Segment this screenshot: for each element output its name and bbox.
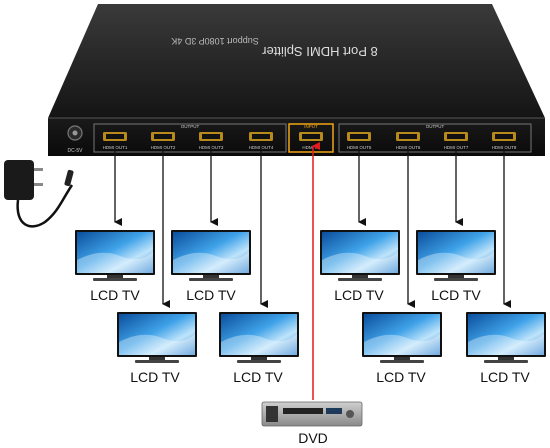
hdmi-splitter: 8 Port HDMI Splitter Support 1080P 3D 4K… <box>48 4 545 156</box>
tv-label: LCD TV <box>90 287 140 303</box>
tv-label: LCD TV <box>376 369 426 385</box>
tv-icon <box>362 312 442 363</box>
tv-icon <box>320 230 400 281</box>
tv-label: LCD TV <box>334 287 384 303</box>
tv-label: LCD TV <box>233 369 283 385</box>
tv-3: LCD TV <box>171 230 251 303</box>
output-group-left <box>93 123 287 153</box>
power-label: DC-5V <box>67 148 83 154</box>
output-group-left-label: OUTPUT <box>181 124 200 129</box>
tv-label: LCD TV <box>186 287 236 303</box>
splitter-top-surface <box>48 4 545 118</box>
output-group-right-label: OUTPUT <box>426 124 445 129</box>
power-adapter-icon <box>4 160 74 228</box>
tv-icon <box>171 230 251 281</box>
tv-7: LCD TV <box>416 230 496 303</box>
tv-label: LCD TV <box>130 369 180 385</box>
tv-icon <box>117 312 197 363</box>
tv-label: LCD TV <box>480 369 530 385</box>
splitter-subtitle: Support 1080P 3D 4K <box>171 36 258 46</box>
tv-icon <box>219 312 299 363</box>
tv-4: LCD TV <box>219 312 299 385</box>
tv-8: LCD TV <box>466 312 546 385</box>
input-group <box>288 123 334 153</box>
tv-6: LCD TV <box>362 312 442 385</box>
tv-icon <box>416 230 496 281</box>
dvd-label: DVD <box>298 430 328 446</box>
tv-5: LCD TV <box>320 230 400 303</box>
tv-icon <box>466 312 546 363</box>
tv-icon <box>75 230 155 281</box>
splitter-title: 8 Port HDMI Splitter <box>262 44 378 59</box>
svg-text:HDMI IN: HDMI IN <box>302 145 319 150</box>
tv-1: LCD TV <box>75 230 155 303</box>
dvd-player: DVD <box>261 401 363 446</box>
input-group-label: INPUT <box>304 124 318 129</box>
tv-2: LCD TV <box>117 312 197 385</box>
splitter-front-panel <box>48 118 545 156</box>
tv-label: LCD TV <box>431 287 481 303</box>
output-group-right <box>338 123 532 153</box>
output-arrows <box>114 143 511 308</box>
hdmi-in-port: HDMI IN <box>299 132 323 150</box>
